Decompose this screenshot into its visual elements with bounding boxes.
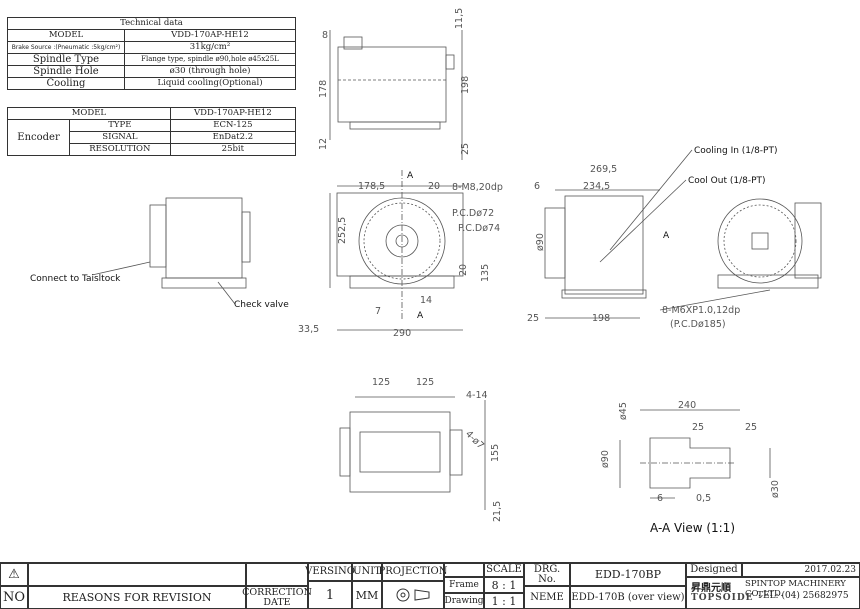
dim-21-5: 21,5 — [492, 501, 503, 522]
label-m8: 8-M8,20dp — [452, 182, 503, 193]
company-block: 昇鼎元順 SPINTOP MACHINERY CO.,LTD. TOPSOIDE… — [686, 577, 860, 609]
front-view — [329, 170, 464, 331]
encoder-table: MODEL VDD-170AP-HE12 Encoder TYPE ECN-12… — [7, 107, 297, 156]
dim-6-s: 6 — [657, 493, 663, 504]
dim-198-v: 198 — [460, 76, 471, 94]
revision-no: NO — [0, 586, 28, 609]
label-pcd72: P.C.Dø72 — [452, 208, 494, 219]
dim-phi-90-s: ø90 — [600, 450, 611, 468]
dim-125-a: 125 — [372, 377, 390, 388]
dim-7: 7 — [375, 306, 381, 317]
technical-data-table: Technical data MODEL VDD-170AP-HE12 Brak… — [7, 17, 296, 90]
section-title: A-A View (1:1) — [650, 521, 735, 535]
scale-blank-top — [444, 563, 484, 577]
side-view-right — [544, 189, 660, 319]
drawing-label: Drawing — [444, 593, 484, 609]
label-pcd185: (P.C.Dø185) — [670, 319, 726, 330]
projection-symbol-cell — [382, 581, 444, 609]
dim-4-phi-7: 4-ø7 — [463, 429, 486, 452]
unit-header-cell: UNIT — [352, 563, 382, 581]
dim-8: 8 — [322, 30, 328, 41]
dim-155: 155 — [490, 444, 501, 462]
dim-14: 14 — [420, 295, 432, 306]
dim-6: 6 — [534, 181, 540, 192]
third-angle-projection-icon — [396, 588, 430, 602]
dim-phi-90: ø90 — [535, 233, 546, 251]
frame-scale-value: 8 : 1 — [484, 577, 524, 593]
dim-0-5: 0,5 — [696, 493, 711, 504]
drawing-scale-value: 1 : 1 — [484, 593, 524, 609]
dim-4-14: 4-14 — [466, 390, 488, 401]
date-label: DATE — [263, 596, 291, 608]
unit-header-text: UNIT — [353, 566, 381, 577]
dim-20-side: 20 — [458, 264, 469, 276]
bottom-view — [339, 396, 486, 510]
correction-block-blank — [246, 563, 308, 586]
dim-198-b: 198 — [592, 313, 610, 324]
section-view — [619, 409, 771, 499]
label-cool-out: Cool Out (1/8-PT) — [688, 176, 766, 186]
dim-25-s1: 25 — [692, 422, 704, 433]
projection-header-text: PROJECTION — [378, 566, 448, 577]
label-section-a-side: A — [663, 231, 670, 241]
label-section-a-bottom: A — [417, 311, 424, 321]
dim-178-v: 178 — [318, 80, 329, 98]
dim-252-5: 252,5 — [337, 217, 348, 244]
dim-11-5: 11,5 — [454, 8, 465, 29]
company-telephone: TEL: (04) 25682975 — [757, 591, 849, 601]
dim-phi-30: ø30 — [770, 480, 781, 498]
revision-row-blank — [28, 563, 246, 586]
label-check-valve: Check valve — [234, 300, 289, 310]
top-view — [329, 30, 463, 160]
frame-label: Frame — [444, 577, 484, 593]
name-label: NEME — [524, 586, 570, 609]
correction-date-cell: CORRECTION DATE — [242, 586, 312, 609]
unit-value: MM — [352, 581, 382, 609]
label-cooling-in: Cooling In (1/8-PT) — [694, 146, 777, 156]
encoder-resolution-value: 25bit — [169, 143, 297, 156]
company-chinese-name: 昇鼎元順 — [691, 583, 731, 594]
dim-290: 290 — [393, 328, 411, 339]
version-header-cell: VERSINO — [305, 563, 355, 581]
drg-no-value: EDD-170BP — [570, 563, 686, 586]
dim-25-s2: 25 — [745, 422, 757, 433]
engineering-drawing: 11,5 8 178 198 12 25 178,5 20 252,5 20 1… — [30, 8, 822, 535]
company-name: SPINTOP MACHINERY CO.,LTD. — [745, 579, 846, 599]
spec-value-cooling: Liquid cooling(Optional) — [124, 77, 296, 90]
designed-label: Designed — [686, 563, 742, 577]
label-connect-tailstock: Connect to Taisltock — [30, 274, 121, 284]
dim-240: 240 — [678, 400, 696, 411]
side-view-left — [149, 197, 251, 289]
label-section-a-top: A — [407, 171, 414, 181]
version-header-text: VERSINO — [305, 566, 355, 577]
dim-33-5: 33,5 — [298, 324, 319, 335]
dim-125-b: 125 — [416, 377, 434, 388]
dim-25-v: 25 — [460, 143, 471, 155]
projection-header-cell: PROJECTION — [379, 563, 448, 581]
dim-20-top: 20 — [428, 181, 440, 192]
name-value: EDD-170B (over view) — [570, 586, 686, 609]
dim-135: 135 — [480, 264, 491, 282]
scale-header-cell: SCALE — [484, 563, 524, 577]
label-m6: 8-M6XP1.0,12dp — [662, 305, 740, 316]
title-block: ⚠ NO REASONS FOR REVISION CORRECTION DAT… — [0, 562, 860, 609]
encoder-group-label: Encoder — [7, 119, 70, 156]
company-brand-logo: TOPSOIDE — [691, 593, 754, 603]
label-pcd74: P.C.Dø74 — [458, 223, 500, 234]
version-value: 1 — [308, 581, 352, 609]
revision-triangle: ⚠ — [0, 563, 28, 586]
dim-phi-45: ø45 — [618, 402, 629, 420]
rear-view — [717, 198, 822, 289]
correction-label: CORRECTION — [242, 587, 312, 598]
dim-234-5: 234,5 — [583, 181, 610, 192]
dim-269-5: 269,5 — [590, 164, 617, 175]
scale-header-text: SCALE — [486, 564, 522, 575]
date-value: 2017.02.23 — [742, 563, 860, 577]
dim-178-5: 178,5 — [358, 181, 385, 192]
dim-25-b: 25 — [527, 313, 539, 324]
dim-12: 12 — [318, 138, 329, 150]
reasons-for-revision: REASONS FOR REVISION — [28, 586, 246, 609]
drg-no-label: DRG. No. — [524, 563, 570, 586]
